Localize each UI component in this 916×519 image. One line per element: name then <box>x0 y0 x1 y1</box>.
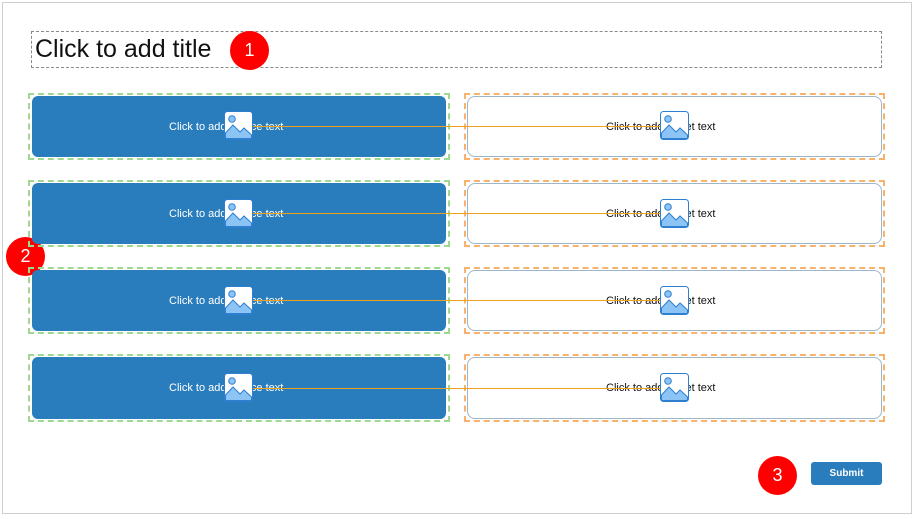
match-connector-line <box>241 388 674 389</box>
image-icon[interactable] <box>224 199 253 228</box>
image-icon[interactable] <box>224 286 253 315</box>
image-icon[interactable] <box>660 111 689 140</box>
match-connector-line <box>241 213 674 214</box>
match-connector-line <box>241 300 674 301</box>
callout-badge-1: 1 <box>230 31 269 70</box>
image-icon[interactable] <box>660 373 689 402</box>
image-icon[interactable] <box>660 286 689 315</box>
submit-button[interactable]: Submit <box>811 462 882 485</box>
callout-badge-3: 3 <box>758 456 797 495</box>
image-icon[interactable] <box>224 111 253 140</box>
title-text: Click to add title <box>35 35 212 63</box>
title-placeholder[interactable]: Click to add title <box>31 31 882 68</box>
image-icon[interactable] <box>660 199 689 228</box>
match-connector-line <box>241 126 674 127</box>
image-icon[interactable] <box>224 373 253 402</box>
